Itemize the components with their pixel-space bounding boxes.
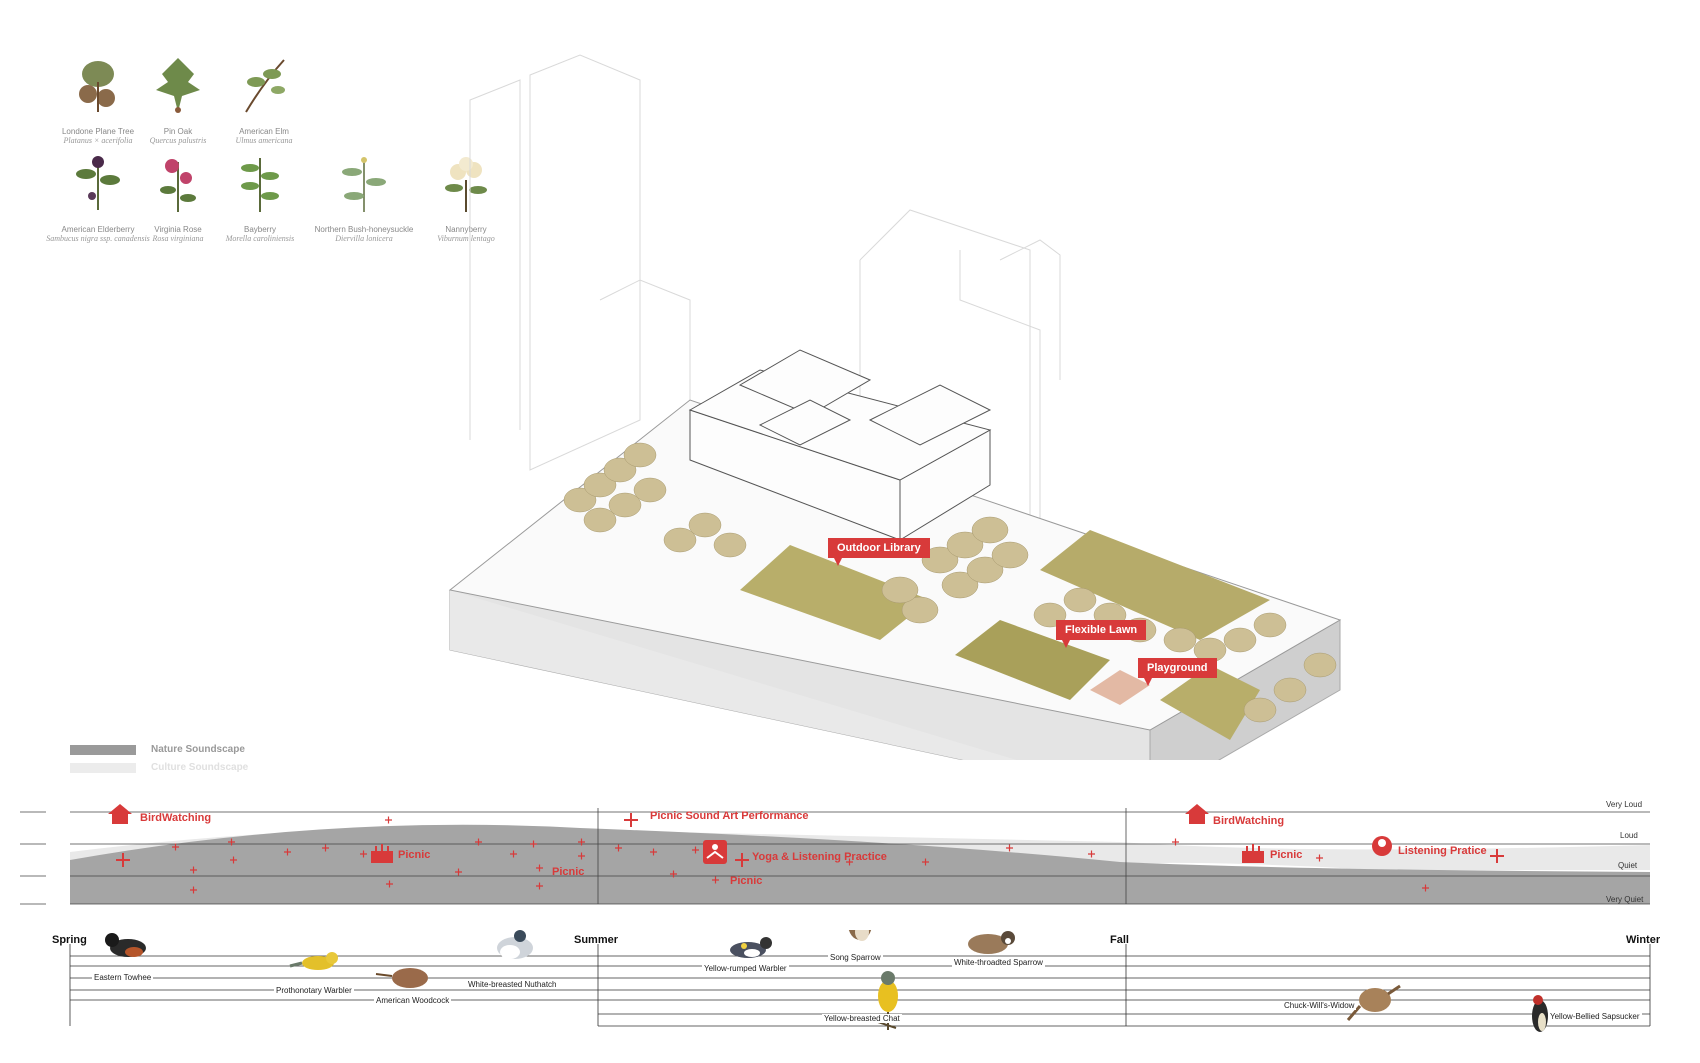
plant-name: Northern Bush-honeysuckle: [314, 225, 414, 234]
activity-listening-practice: Listening Pratice: [1398, 845, 1487, 857]
plant-scientific-name: Ulmus americana: [235, 136, 293, 145]
activity-markers: [116, 813, 1504, 894]
activity-birdwatching-fall: BirdWatching: [1213, 815, 1285, 827]
plant-card: Bayberry Morella caroliniensis: [200, 150, 320, 243]
bayberry-illustration: [241, 158, 279, 212]
level-very-quiet: Very Quiet: [1606, 895, 1644, 904]
sapsucker-icon: [1532, 995, 1548, 1032]
plant-scientific-name: Sambucus nigra ssp. canadensis: [46, 234, 150, 243]
site-slab: [448, 399, 1342, 760]
plant-name: Londone Plane Tree: [61, 127, 135, 136]
plant-name: American Elderberry: [61, 225, 135, 234]
site-label-flexible-lawn: Flexible Lawn: [1056, 620, 1147, 648]
activity-birdwatching-spring: BirdWatching: [140, 812, 212, 824]
soundscape-chart: [20, 804, 1650, 905]
season-winter: Winter: [1626, 934, 1661, 946]
level-very-loud: Very Loud: [1606, 800, 1643, 809]
plant-name: Virginia Rose: [154, 225, 202, 234]
eastern-towhee-icon: [105, 933, 146, 957]
nature-soundscape-label: Nature Soundscape: [151, 744, 245, 755]
chucks-will-widow-icon: [1346, 984, 1401, 1021]
site-label-playground: Playground: [1138, 658, 1217, 686]
binoculars-icon: [108, 804, 132, 824]
plant-scientific-name: Quercus palustris: [149, 136, 207, 145]
pin-oak-illustration: [156, 58, 200, 113]
bird-label-eastern-towhee: Eastern Towhee: [92, 973, 154, 982]
nature-soundscape-swatch: [70, 745, 136, 755]
level-quiet: Quiet: [1618, 861, 1638, 870]
listening-person-icon: [1372, 836, 1392, 856]
activity-yoga-listening: Yoga & Listening Practice: [752, 851, 887, 863]
plant-scientific-name: Platanus × acerifolia: [63, 136, 133, 145]
season-fall: Fall: [1110, 934, 1129, 946]
bird-label-yellow-rumped-warbler: Yellow-rumped Warbler: [702, 964, 789, 973]
activity-picnic-spring: Picnic: [398, 849, 431, 861]
honeysuckle-illustration: [342, 157, 386, 212]
season-summer: Summer: [574, 934, 619, 946]
plant-name: Nannyberry: [445, 225, 487, 234]
rose-illustration: [160, 159, 196, 212]
bird-label-prothonotary-warbler: Prothonotary Warbler: [274, 986, 354, 995]
culture-soundscape-swatch: [70, 763, 136, 773]
white-throated-sparrow-icon: [968, 931, 1015, 954]
activity-icons: [108, 804, 1392, 864]
season-spring: Spring: [52, 934, 87, 946]
level-loud: Loud: [1620, 831, 1638, 840]
activity-picnic-sound-art: Picnic Sound Art Performance: [650, 810, 809, 822]
plant-scientific-name: Diervilla lonicera: [335, 234, 393, 243]
plant-name: Pin Oak: [163, 127, 193, 136]
nature-soundscape-area: [70, 824, 1650, 904]
bird-timeline: [69, 930, 1651, 1032]
picnic-basket-icon: [371, 844, 393, 863]
culture-soundscape-label: Culture Soundscape: [151, 762, 249, 773]
plant-card: Northern Bush-honeysuckle Diervilla loni…: [304, 150, 424, 243]
bird-label-yellow-breasted-chat: Yellow-breasted Chat: [822, 1014, 902, 1023]
plant-card: American Elm Ulmus americana: [204, 52, 324, 145]
historic-building: [688, 349, 992, 541]
bird-label-white-throated-sparrow: White-throadted Sparrow: [952, 958, 1045, 967]
activity-picnic-spring-2: Picnic: [552, 866, 585, 878]
plant-card: Londone Plane Tree Platanus × acerifolia: [38, 52, 158, 145]
song-sparrow-icon: [848, 930, 872, 941]
bird-label-chucks-will-widow: Chuck-Will's-Widow: [1282, 1001, 1357, 1010]
nuthatch-icon: [497, 930, 533, 959]
plant-scientific-name: Viburnum lentago: [437, 234, 495, 243]
picnic-basket-icon: [1242, 844, 1264, 863]
elderberry-illustration: [76, 156, 120, 210]
yellow-rumped-warbler-icon: [730, 937, 772, 958]
elm-illustration: [245, 59, 285, 113]
yoga-person-icon: [703, 840, 727, 864]
activity-picnic-summer: Picnic: [730, 875, 763, 887]
plane-tree-illustration: [79, 61, 115, 112]
site-label-outdoor-library: Outdoor Library: [828, 538, 930, 566]
plant-card: Pin Oak Quercus palustris: [118, 52, 238, 145]
binoculars-icon: [1185, 804, 1209, 824]
bird-illustrations: [105, 930, 1548, 1032]
prothonotary-warbler-icon: [289, 952, 338, 970]
activity-picnic-fall: Picnic: [1270, 849, 1303, 861]
plant-name: American Elm: [239, 127, 289, 136]
plant-scientific-name: Morella caroliniensis: [225, 234, 295, 243]
plant-card: Virginia Rose Rosa virginiana: [118, 150, 238, 243]
lawns: [740, 530, 1270, 740]
american-woodcock-icon: [375, 968, 428, 988]
bird-label-nuthatch: White-breasted Nuthatch: [466, 980, 559, 989]
bird-label-sapsucker: Yellow-Bellied Sapsucker: [1548, 1012, 1642, 1021]
bird-label-american-woodcock: American Woodcock: [374, 996, 452, 1005]
axonometric-site-drawing: [448, 54, 1342, 760]
plant-name: Bayberry: [243, 225, 276, 234]
level-lines: [20, 808, 1650, 905]
bird-label-song-sparrow: Song Sparrow: [828, 953, 883, 962]
plant-card: American Elderberry Sambucus nigra ssp. …: [38, 150, 158, 243]
plant-scientific-name: Rosa virginiana: [152, 234, 204, 243]
